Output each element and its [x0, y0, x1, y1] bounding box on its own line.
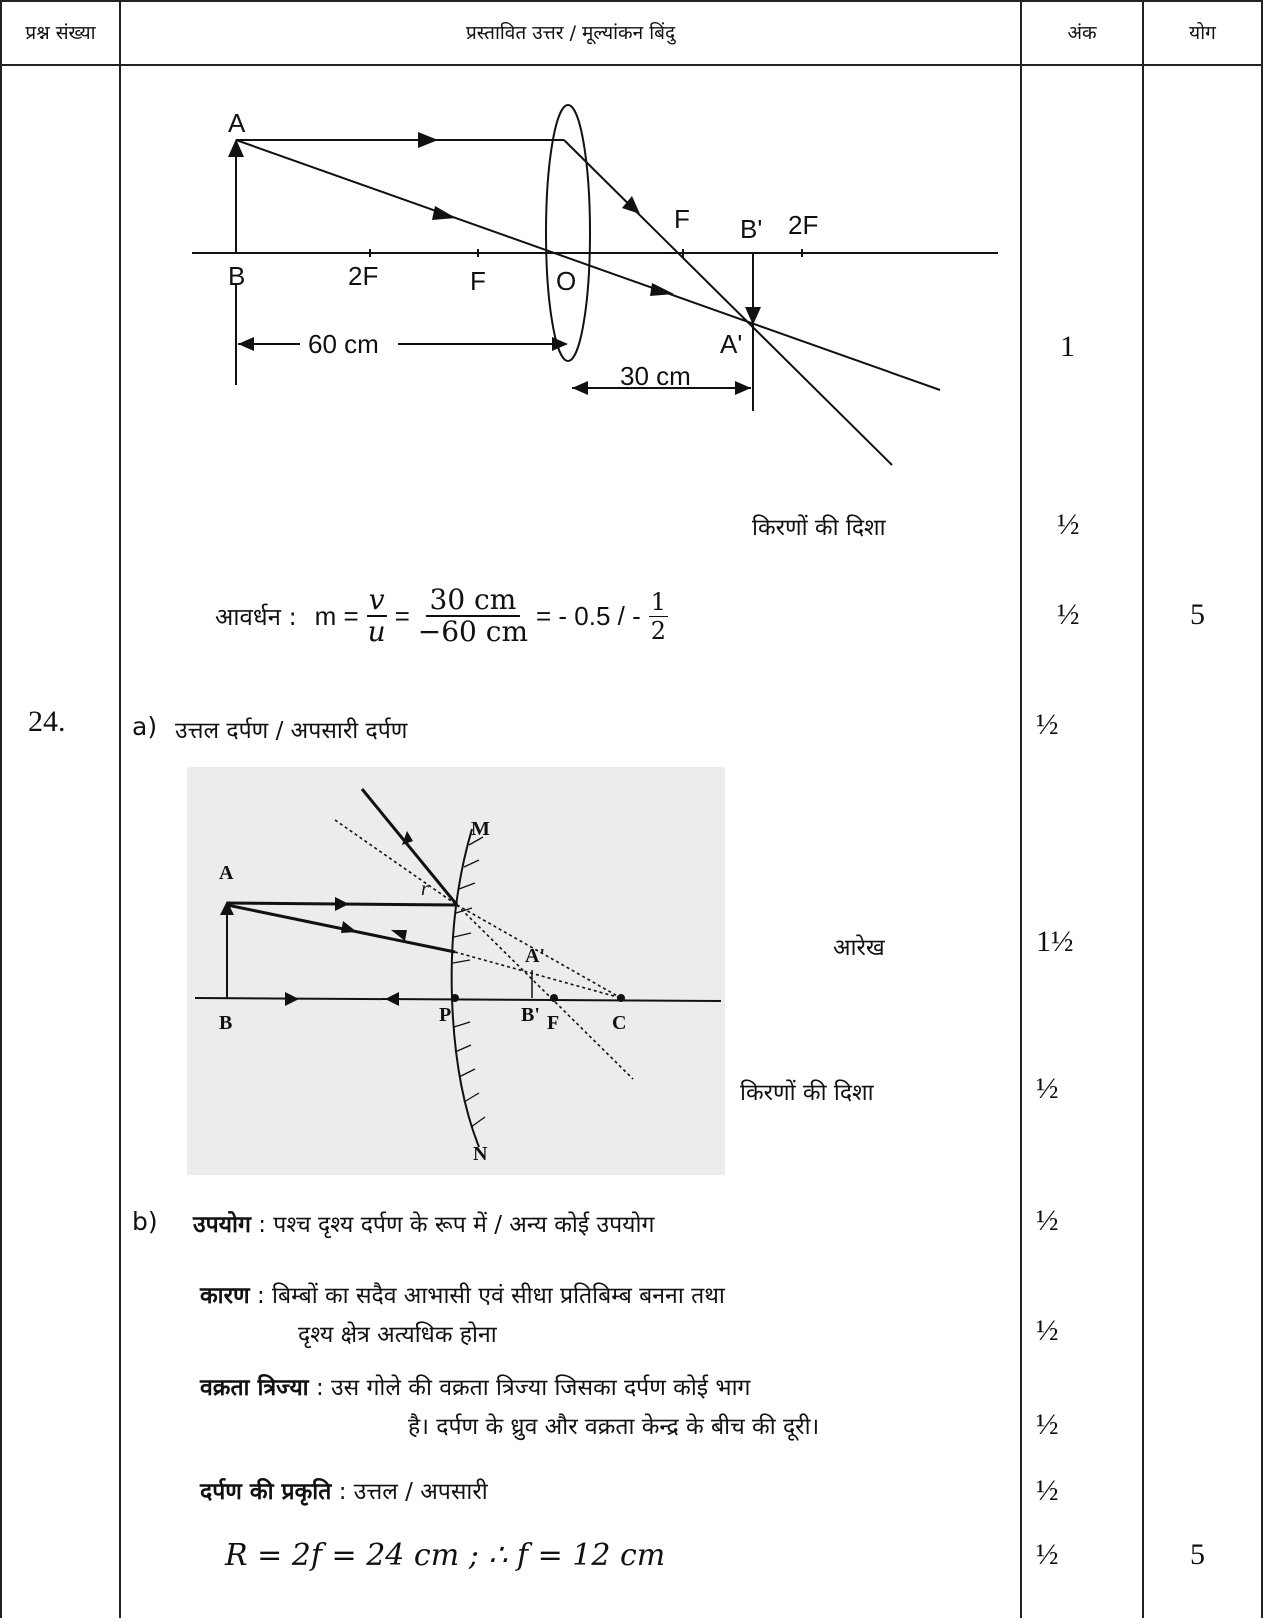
fraction-values: 30 cm −60 cm: [418, 585, 528, 647]
reason-title: कारण: [200, 1283, 250, 1309]
marks-diagram: 1½: [1036, 925, 1074, 958]
fraction-1: 1: [648, 587, 669, 617]
label-30cm: 30 cm: [620, 361, 691, 391]
focal-length-formula: R = 2f = 24 cm ; ∴ f = 12 cm: [225, 1538, 666, 1573]
column-divider-1: [119, 0, 121, 1618]
table-right-border: [1261, 0, 1263, 1618]
label-F-right: F: [674, 204, 690, 234]
mirror-label-N: N: [473, 1143, 488, 1165]
marks-magnification: ½: [1057, 598, 1080, 631]
mirror-label-C: C: [612, 1012, 626, 1034]
marks-ray-direction-1: ½: [1057, 508, 1080, 541]
fraction-v: v: [366, 583, 387, 617]
reason-text-2: दृश्य क्षेत्र अत्यधिक होना: [298, 1322, 497, 1348]
label-F-left: F: [470, 266, 486, 296]
mirror-label-M: M: [471, 818, 490, 840]
ray-direction-label-2: किरणों की दिशा: [740, 1080, 874, 1106]
radius-line: वक्रता त्रिज्या : उस गोले की वक्रता त्रि…: [200, 1370, 751, 1402]
fraction-u: u: [367, 615, 386, 648]
mirror-label-B-prime: B': [521, 1004, 540, 1026]
table-top-border: [0, 0, 1263, 2]
fraction-30cm: 30 cm: [425, 585, 521, 617]
marks-formula: ½: [1036, 1538, 1059, 1571]
use-line: उपयोग : पश्च दृश्य दर्पण के रूप में / अन…: [193, 1207, 654, 1239]
convex-lens: [545, 104, 591, 362]
table-left-border: [0, 0, 2, 1618]
marks-radius: ½: [1036, 1408, 1059, 1441]
label-60cm: 60 cm: [308, 329, 379, 359]
reason-line: कारण : बिम्बों का सदैव आभासी एवं सीधा प्…: [200, 1278, 725, 1310]
radius-title: वक्रता त्रिज्या: [200, 1375, 309, 1401]
marks-reason: ½: [1036, 1314, 1059, 1347]
column-divider-3: [1142, 0, 1144, 1618]
marks-ray-direction-2: ½: [1036, 1072, 1059, 1105]
central-ray: [235, 139, 941, 391]
header-total: योग: [1189, 22, 1216, 44]
nature-line: दर्पण की प्रकृति : उत्तल / अपसारी: [200, 1474, 488, 1506]
header-marks: अंक: [1067, 22, 1097, 44]
part-a-answer: उत्तल दर्पण / अपसारी दर्पण: [175, 718, 408, 744]
reason-text-1: : बिम्बों का सदैव आभासी एवं सीधा प्रतिबि…: [256, 1283, 725, 1309]
mirror-label-r: r: [421, 878, 429, 900]
mirror-label-B: B: [219, 1012, 232, 1034]
radius-text-1: : उस गोले की वक्रता त्रिज्या जिसका दर्पण…: [315, 1375, 751, 1401]
header-question-number: प्रश्न संख्या: [25, 22, 96, 44]
question-number-24: 24.: [28, 705, 66, 738]
fraction-minus60cm: −60 cm: [417, 615, 528, 648]
magnification-prefix: आवर्धन :: [215, 602, 297, 631]
use-title: उपयोग: [193, 1212, 251, 1238]
fraction-half: 1 2: [648, 587, 669, 645]
marks-lens-diagram: 1: [1060, 330, 1075, 363]
mirror-label-A-prime: A': [525, 945, 545, 967]
label-O: O: [556, 266, 576, 296]
label-A: A: [228, 108, 246, 138]
part-a-label: a): [132, 712, 158, 741]
reflected-ray-up: [360, 788, 459, 906]
part-b-label: b): [132, 1207, 158, 1236]
nature-title: दर्पण की प्रकृति: [200, 1479, 332, 1505]
diagram-label: आरेख: [833, 935, 885, 961]
header-bottom-border: [0, 64, 1263, 66]
ray-direction-label-1: किरणों की दिशा: [752, 515, 886, 541]
magnification-lhs: m =: [314, 600, 359, 631]
convex-lens-ray-diagram: A B 2F F O F B' 2F A' 60 cm 30 cm: [192, 104, 998, 466]
label-B: B: [228, 261, 245, 291]
convex-mirror-ray-diagram: M A r A' B P B' F C N: [187, 767, 725, 1175]
ray-to-centre: [226, 903, 456, 954]
header-answer-points: प्रस्तावित उत्तर / मूल्यांकन बिंदु: [465, 22, 676, 44]
label-A-prime: A': [720, 329, 742, 359]
marks-use: ½: [1036, 1204, 1059, 1237]
fraction-v-over-u: v u: [366, 583, 387, 648]
refracted-ray: [563, 139, 893, 466]
nature-text: : उत्तल / अपसारी: [338, 1479, 488, 1505]
total-q24: 5: [1190, 1538, 1205, 1571]
column-divider-2: [1020, 0, 1022, 1618]
radius-text-2: है। दर्पण के ध्रुव और वक्रता केन्द्र के …: [408, 1414, 820, 1440]
mirror-label-P: P: [439, 1004, 451, 1026]
mirror-label-A: A: [219, 862, 234, 884]
marks-nature: ½: [1036, 1474, 1059, 1507]
label-2F-right: 2F: [788, 210, 818, 240]
use-text: : पश्च दृश्य दर्पण के रूप में / अन्य कोई…: [258, 1212, 655, 1238]
total-part1: 5: [1190, 598, 1205, 631]
mirror-label-F: F: [547, 1012, 559, 1034]
label-2F-left: 2F: [348, 261, 378, 291]
fraction-2: 2: [650, 616, 667, 645]
marks-part-a: ½: [1036, 708, 1059, 741]
magnification-result: = - 0.5 / -: [536, 600, 641, 631]
label-B-prime: B': [740, 214, 762, 244]
magnification-formula: आवर्धन : m = v u = 30 cm −60 cm = - 0.5 …: [215, 583, 669, 648]
